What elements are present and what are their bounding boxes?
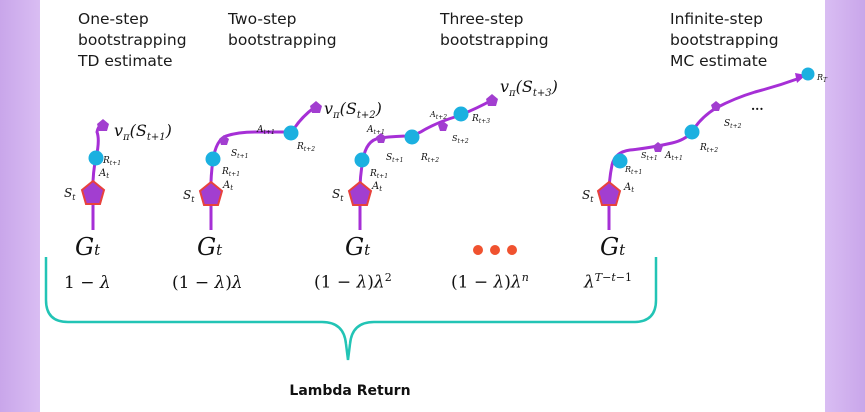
label-rt1: Rt+1 [102, 156, 121, 167]
label-st: St [64, 186, 76, 202]
col-title-one-step: One-step bootstrapping TD estimate [78, 10, 187, 70]
reward-node [404, 129, 420, 145]
label-at: At [222, 180, 233, 192]
lambda-return-label: Lambda Return [289, 383, 411, 399]
reward-node [612, 153, 628, 169]
col-title-infinite-step: Infinite-step bootstrapping MC estimate [670, 10, 779, 70]
reward-node [205, 151, 221, 167]
next-state-node [310, 101, 322, 113]
return-gt-two-step: Gt [197, 233, 223, 261]
trajectory-one-step: St At Rt+1 vπ(St+1) [64, 119, 172, 230]
label-st1: St+1 [641, 151, 658, 162]
label-st2: St+2 [452, 134, 469, 145]
state-node-st [596, 180, 622, 206]
label-value: vπ(St+2) [324, 99, 382, 121]
label-rt1: Rt+1 [369, 169, 388, 180]
state-node [376, 133, 386, 143]
label-at: At [98, 168, 109, 180]
weight-one-step: 1 − λ [64, 273, 111, 293]
state-node [438, 121, 448, 131]
return-gt-infinite-step: Gt [600, 233, 626, 261]
label-st2: St+2 [724, 119, 742, 130]
label-st1: St+1 [231, 149, 248, 160]
state-node [653, 142, 663, 152]
label-rT: RT [816, 73, 828, 84]
col-title-three-step: Three-step bootstrapping [440, 10, 549, 49]
reward-node [283, 125, 299, 141]
label-value: vπ(St+1) [114, 121, 172, 143]
label-rt1: Rt+1 [624, 165, 642, 176]
label-rt3: Rt+3 [471, 114, 490, 125]
label-at1: At+1 [256, 125, 275, 136]
label-rt1: Rt+1 [221, 167, 240, 178]
reward-node [453, 106, 469, 122]
label-at: At [623, 182, 634, 194]
weight-three-step: (1 − λ)λ2 [314, 271, 392, 293]
weight-infinite-step: λT−t−1 [584, 271, 632, 293]
state-node [219, 135, 229, 145]
trajectory-three-step: St At Rt+1 At+1 St+1 Rt+2 At+2 St+2 Rt+3… [332, 77, 558, 230]
reward-node [88, 150, 104, 166]
weight-n-step: (1 − λ)λn [451, 271, 529, 293]
trajectory-two-step: St At Rt+1 St+1 At+1 Rt+2 vπ(St+2) [183, 99, 382, 230]
label-st1: St+1 [386, 153, 403, 164]
next-state-node [486, 94, 498, 106]
next-state-node [97, 119, 109, 131]
return-gt-three-step: Gt [345, 233, 371, 261]
label-at1: At+1 [366, 125, 385, 136]
state-node [711, 101, 721, 111]
label-at1: At+1 [664, 151, 683, 162]
label-st: St [183, 188, 195, 204]
reward-node [684, 124, 700, 140]
state-node-st [80, 179, 106, 205]
state-node-st [347, 180, 373, 206]
label-dots: ... [751, 99, 764, 113]
label-st: St [582, 188, 594, 204]
label-at: At [371, 181, 382, 193]
weight-two-step: (1 − λ)λ [172, 273, 243, 293]
return-gt-one-step: Gt [75, 233, 101, 261]
col-title-two-step: Two-step bootstrapping [228, 10, 337, 49]
ellipsis-dots [473, 245, 517, 255]
reward-node [801, 67, 815, 81]
label-at2: At+2 [429, 110, 447, 121]
state-node-st [198, 180, 224, 206]
label-rt2: Rt+2 [420, 153, 439, 164]
reward-node [354, 152, 370, 168]
trajectory-infinite-step: St At Rt+1 St+1 At+1 Rt+2 St+2 ... RT [582, 67, 828, 230]
label-rt2: Rt+2 [296, 142, 315, 153]
label-value: vπ(St+3) [500, 77, 558, 99]
label-st: St [332, 187, 344, 203]
label-rt2: Rt+2 [699, 143, 718, 154]
lambda-return-brace [44, 257, 658, 361]
